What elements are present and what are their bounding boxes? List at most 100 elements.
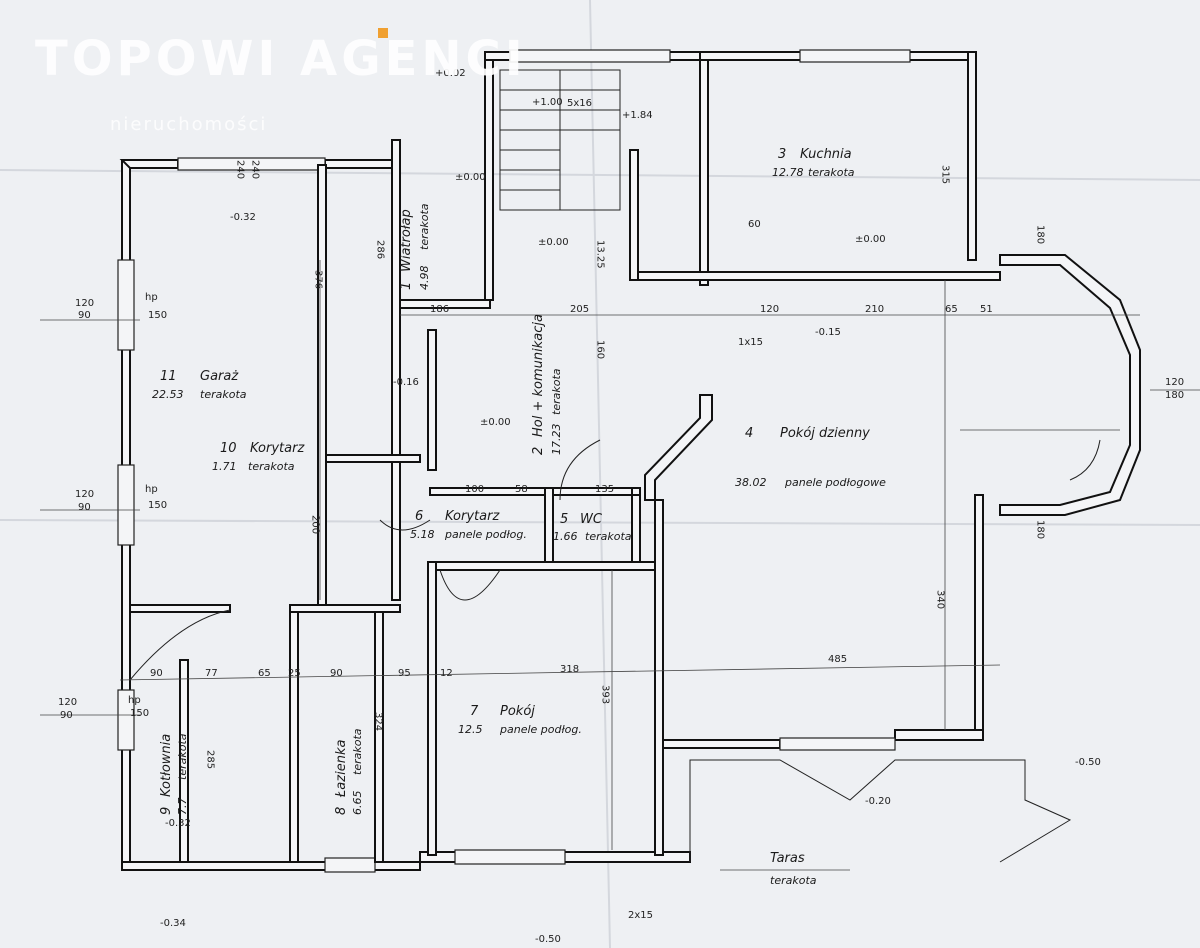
- svg-text:-0.32: -0.32: [165, 818, 191, 829]
- svg-text:150: 150: [130, 708, 149, 719]
- svg-text:9: 9: [159, 807, 174, 815]
- wall-hall-east-diag: [644, 394, 713, 501]
- svg-text:-0.50: -0.50: [1075, 757, 1101, 768]
- room-label-kitchen: 3 Kuchnia 12.78 terakota: [772, 147, 855, 179]
- svg-text:2x15: 2x15: [628, 910, 653, 921]
- svg-text:90: 90: [150, 668, 163, 679]
- svg-text:-0.34: -0.34: [160, 918, 186, 929]
- logo-accent-square: [378, 28, 388, 38]
- svg-text:nieruchomości: nieruchomości: [110, 114, 267, 135]
- svg-text:22.53: 22.53: [152, 388, 184, 401]
- svg-text:180: 180: [1035, 520, 1046, 539]
- wall-vestibule-west: [391, 139, 401, 601]
- svg-text:17.23: 17.23: [550, 424, 563, 456]
- svg-text:393: 393: [600, 685, 611, 704]
- room-label-corridor-6: 6 Korytarz 5.18 panele podłog.: [410, 509, 527, 541]
- svg-text:-0.50: -0.50: [535, 934, 561, 945]
- svg-text:hp: hp: [128, 695, 141, 706]
- wall-stair-inner: [629, 149, 639, 281]
- svg-text:150: 150: [148, 310, 167, 321]
- svg-text:95: 95: [398, 668, 411, 679]
- svg-text:150: 150: [148, 500, 167, 511]
- svg-text:-0.16: -0.16: [393, 377, 419, 388]
- svg-text:1x15: 1x15: [738, 337, 763, 348]
- svg-text:Garaż: Garaż: [200, 369, 239, 384]
- svg-text:7: 7: [470, 704, 479, 719]
- window-garage-west-1: [117, 259, 135, 351]
- svg-text:324: 324: [373, 712, 384, 731]
- svg-text:120: 120: [75, 489, 94, 500]
- svg-text:Wiatrołap: Wiatrołap: [399, 209, 414, 272]
- door-arc-corridor: [379, 519, 431, 531]
- svg-text:240: 240: [250, 160, 261, 179]
- door-arc-room7: [439, 569, 501, 601]
- svg-text:1: 1: [399, 282, 414, 290]
- paper-fold-horizontal-2: [0, 519, 1200, 526]
- svg-text:+0.02: +0.02: [435, 68, 466, 79]
- svg-text:terakota: terakota: [770, 874, 817, 887]
- svg-text:90: 90: [78, 310, 91, 321]
- svg-text:-0.15: -0.15: [815, 327, 841, 338]
- wall-kitchen-south: [634, 271, 1001, 281]
- window-south-bathroom: [324, 857, 376, 873]
- svg-text:12.5: 12.5: [458, 723, 483, 736]
- svg-text:285: 285: [205, 750, 216, 769]
- svg-text:+1.00: +1.00: [532, 97, 563, 108]
- svg-text:panele podłog.: panele podłog.: [444, 528, 527, 541]
- wall-garage-south: [129, 604, 401, 613]
- wall-boiler-bath: [179, 611, 299, 863]
- svg-text:210: 210: [865, 304, 884, 315]
- wall-corridor6-north: [429, 487, 546, 496]
- svg-text:376: 376: [313, 270, 324, 289]
- svg-text:315: 315: [940, 165, 951, 184]
- svg-text:160: 160: [595, 340, 606, 359]
- svg-text:340: 340: [935, 590, 946, 609]
- svg-text:±0.00: ±0.00: [855, 234, 886, 245]
- svg-text:38.02: 38.02: [735, 476, 767, 489]
- window-kitchen-north: [799, 49, 911, 63]
- svg-text:65: 65: [258, 668, 271, 679]
- svg-text:120: 120: [1165, 377, 1184, 388]
- staircase: [499, 69, 621, 211]
- wall-room7-east: [654, 499, 664, 856]
- svg-text:120: 120: [75, 298, 94, 309]
- svg-text:1.71: 1.71: [212, 460, 237, 473]
- svg-text:51: 51: [980, 304, 993, 315]
- room-label-boiler: 9 Kotłownia 7.7 terakota: [159, 733, 189, 815]
- dimension-lines: [40, 260, 1200, 850]
- wall-room7-west: [427, 561, 437, 856]
- room-label-garage: 11 Garaż 22.53 terakota: [152, 369, 247, 401]
- svg-text:318: 318: [560, 664, 579, 675]
- svg-text:+1.84: +1.84: [622, 110, 653, 121]
- terrace-label: Taras terakota: [770, 851, 817, 887]
- svg-text:77: 77: [205, 668, 218, 679]
- svg-text:terakota: terakota: [248, 460, 295, 473]
- wall-vestibule-south: [399, 299, 491, 309]
- agency-watermark: TOPOWI AGENCI nieruchomości: [35, 28, 523, 135]
- window-boiler-west: [117, 689, 135, 751]
- paper-fold-horizontal: [0, 169, 1200, 181]
- room-label-wc: 5 WC 1.66 terakota: [553, 512, 632, 543]
- svg-text:Korytarz: Korytarz: [250, 441, 305, 456]
- window-north-stair: [509, 49, 671, 63]
- svg-text:120: 120: [58, 697, 77, 708]
- svg-text:terakota: terakota: [200, 388, 247, 401]
- svg-text:90: 90: [60, 710, 73, 721]
- svg-text:±0.00: ±0.00: [455, 172, 486, 183]
- svg-text:2: 2: [531, 447, 546, 455]
- wall-kitchen-west: [699, 51, 709, 286]
- svg-text:panele podłogowe: panele podłogowe: [784, 476, 886, 489]
- svg-text:6: 6: [415, 509, 423, 524]
- svg-text:180: 180: [1035, 225, 1046, 244]
- door-arc-wc: [559, 439, 601, 501]
- door-arc-bay: [1069, 439, 1101, 481]
- svg-text:180: 180: [1165, 390, 1184, 401]
- svg-text:terakota: terakota: [550, 368, 563, 415]
- room-label-hall: 2 Hol + komunikacja 17.23 terakota: [531, 314, 563, 455]
- svg-text:8: 8: [334, 807, 349, 815]
- room-label-corridor-10: 10 Korytarz 1.71 terakota: [212, 441, 305, 473]
- wall-living-south: [894, 729, 984, 741]
- svg-text:Kuchnia: Kuchnia: [800, 147, 852, 162]
- svg-text:186: 186: [430, 304, 449, 315]
